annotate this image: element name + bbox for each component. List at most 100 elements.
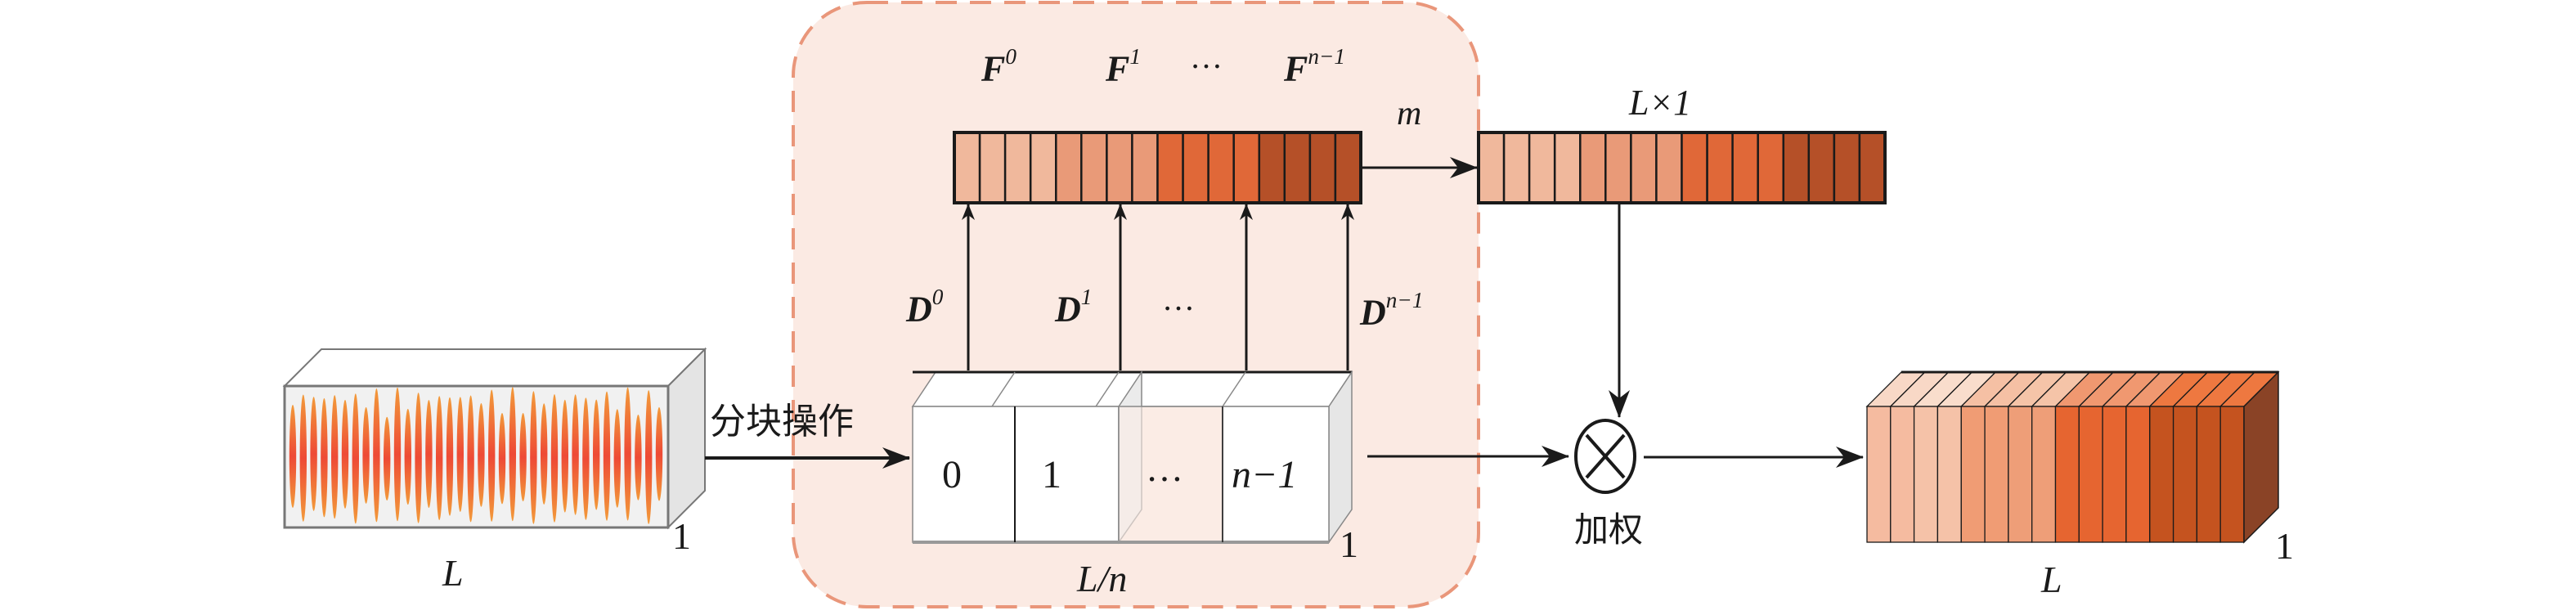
vector-cell [1055,131,1083,204]
signal-peak [310,397,317,511]
signal-peak [478,403,485,507]
vector-cell [1655,131,1683,204]
output-slice-front [2078,406,2103,543]
signal-peak [341,399,349,509]
output-slice-front [2102,406,2127,543]
blocks-width-label: L/n [1077,558,1128,599]
signal-peak [624,387,631,521]
feature-label-0: F0 [981,44,1016,89]
block-label-0: 0 [942,453,962,496]
vector-cell [1502,131,1531,204]
feature-label-1: F1 [1106,44,1141,89]
split-blocks [911,370,1353,545]
vector-cell [1731,131,1759,204]
vector-cell [1232,131,1261,204]
signal-peak [362,406,370,504]
output-slice-front [1890,406,1915,543]
signal-peak [373,388,380,523]
output-slice-front [2196,406,2221,543]
descriptor-label-1: D1 [1055,285,1093,330]
signal-peak [456,397,464,512]
block-ellipsis [1118,406,1223,543]
signal-peak [299,394,307,522]
block-label-1: 1 [1042,453,1061,496]
signal-peak [561,399,568,513]
signal-peak [550,394,559,523]
signal-peak [436,396,443,520]
multiply-cross-b [1585,433,1626,479]
signal-peak [603,391,611,521]
signal-peak [572,394,579,515]
input-depth-label: 1 [672,515,691,557]
weighting-label: 加权 [1574,510,1644,550]
output-depth-label: 1 [2275,525,2294,567]
signal-peak [541,403,548,505]
vector-cell [1807,131,1836,204]
signal-peak [655,406,663,501]
signal-peak [635,415,642,501]
output-block [1865,370,2280,544]
vector-cell [1029,131,1057,204]
mapping-label: m [1397,95,1422,132]
output-slice-front [1984,406,2009,543]
signal-peak [519,413,527,501]
signal-peak [393,387,402,522]
vector-cell [953,131,981,204]
vector-cell [1630,131,1658,204]
input-length-label: L [442,552,464,594]
input-signal-top-face [282,348,707,387]
vector-cell [1131,131,1159,204]
vector-cell [1182,131,1209,204]
output-length-label: L [2041,559,2062,600]
signal-peak [404,408,411,505]
vector-cell [1477,131,1506,204]
input-signal-block [282,347,707,530]
vector-cell [1156,131,1184,204]
signal-peak [289,405,297,508]
vector-cell [1706,131,1734,204]
signal-peak [321,397,328,518]
signal-peak [446,397,454,516]
signal-peak [384,416,391,501]
vector-cell [1528,131,1556,204]
weight-vector-label: L×1 [1629,83,1692,123]
signal-peak [613,409,621,508]
output-slice-front [1936,406,1962,543]
vector-cell [1283,131,1312,204]
feature-label-n-minus-1: Fn−1 [1284,44,1346,89]
signal-peak [530,391,537,524]
feature-label-ellipsis: … [1190,38,1223,75]
vector-cell [1080,131,1108,204]
vector-cell [1334,131,1362,204]
split-operation-label: 分块操作 [710,401,854,442]
block-label-ellipsis: … [1146,447,1183,489]
vector-cell [1553,131,1582,204]
descriptor-arrows [962,204,1354,370]
block-n-minus-1 [1222,406,1330,543]
signal-peak [331,395,339,519]
vector-cell [1681,131,1708,204]
vector-cell [1833,131,1861,204]
block-1 [1014,406,1120,543]
output-slice-front [2125,406,2151,543]
output-slice-front [1913,406,1939,543]
output-slice-front [2172,406,2198,543]
signal-peak [488,389,496,522]
signal-waveform [289,387,663,524]
signal-peak [509,387,516,522]
output-slice-front [2008,406,2033,543]
output-slice-front [2054,406,2080,543]
signal-peak [352,393,359,524]
block-label-n-minus-1: n−1 [1232,453,1298,496]
vector-cell [1207,131,1235,204]
output-side-face [2243,370,2279,544]
weight-vector [1477,131,1887,204]
descriptor-label-0: D0 [906,285,944,330]
vector-cell [1003,131,1032,204]
descriptor-label-ellipsis: … [1162,281,1195,317]
output-slice-front [2149,406,2174,543]
output-slice-front [2031,406,2057,543]
vector-cell [1782,131,1811,204]
